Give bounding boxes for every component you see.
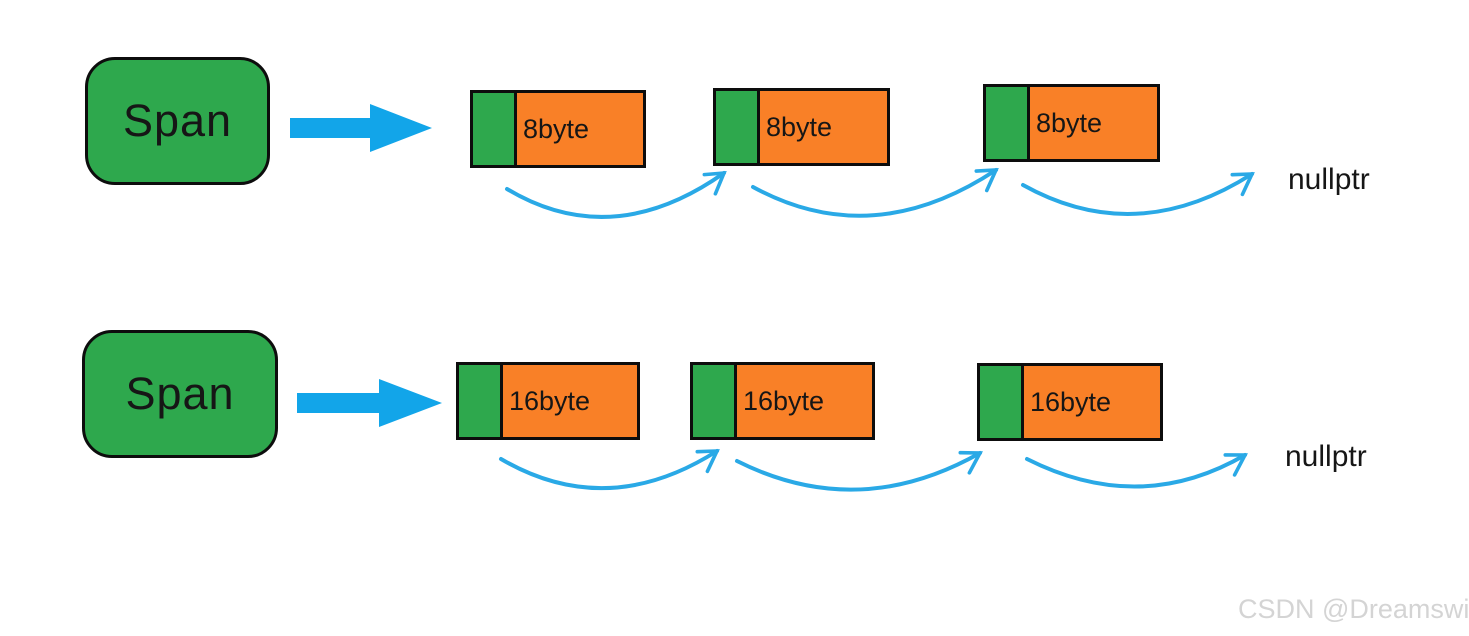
block-size-label: 16byte bbox=[509, 385, 591, 416]
block-size-label: 16byte bbox=[1030, 386, 1112, 417]
block-header-segment bbox=[986, 87, 1030, 159]
block-header-segment bbox=[716, 91, 760, 163]
block-body-segment: 8byte bbox=[760, 91, 887, 163]
block-header-segment bbox=[473, 93, 517, 165]
block-body-segment: 16byte bbox=[737, 365, 872, 437]
block-header-segment bbox=[693, 365, 737, 437]
span-to-list-arrow bbox=[290, 104, 432, 152]
block-size-label: 16byte bbox=[743, 385, 825, 416]
memory-block: 16byte bbox=[690, 362, 875, 440]
block-header-segment bbox=[459, 365, 503, 437]
memory-block: 8byte bbox=[470, 90, 646, 168]
memory-block: 16byte bbox=[977, 363, 1163, 441]
block-size-label: 8byte bbox=[766, 111, 833, 142]
span-node: Span bbox=[82, 330, 278, 458]
memory-block: 16byte bbox=[456, 362, 640, 440]
span-to-list-arrow bbox=[297, 379, 442, 427]
next-pointer-arrow bbox=[735, 450, 983, 492]
block-body-segment: 8byte bbox=[517, 93, 643, 165]
span-label: Span bbox=[125, 368, 235, 419]
block-header-segment bbox=[980, 366, 1024, 438]
span-label: Span bbox=[122, 95, 233, 146]
block-body-segment: 8byte bbox=[1030, 87, 1157, 159]
block-size-label: 8byte bbox=[1036, 107, 1103, 138]
block-body-segment: 16byte bbox=[503, 365, 637, 437]
nullptr-label: nullptr bbox=[1288, 163, 1370, 196]
next-pointer-arrow bbox=[505, 170, 727, 219]
nullptr-label: nullptr bbox=[1285, 440, 1367, 473]
next-pointer-arrow bbox=[751, 168, 999, 218]
csdn-watermark: CSDN @Dreamswi bbox=[1238, 594, 1469, 624]
block-body-segment: 16byte bbox=[1024, 366, 1160, 438]
span-node: Span bbox=[85, 57, 270, 185]
memory-block: 8byte bbox=[713, 88, 890, 166]
next-pointer-arrow bbox=[499, 449, 720, 490]
block-size-label: 8byte bbox=[523, 113, 590, 144]
memory-block: 8byte bbox=[983, 84, 1160, 162]
next-pointer-arrow bbox=[1025, 453, 1248, 489]
next-pointer-arrow bbox=[1021, 172, 1255, 216]
